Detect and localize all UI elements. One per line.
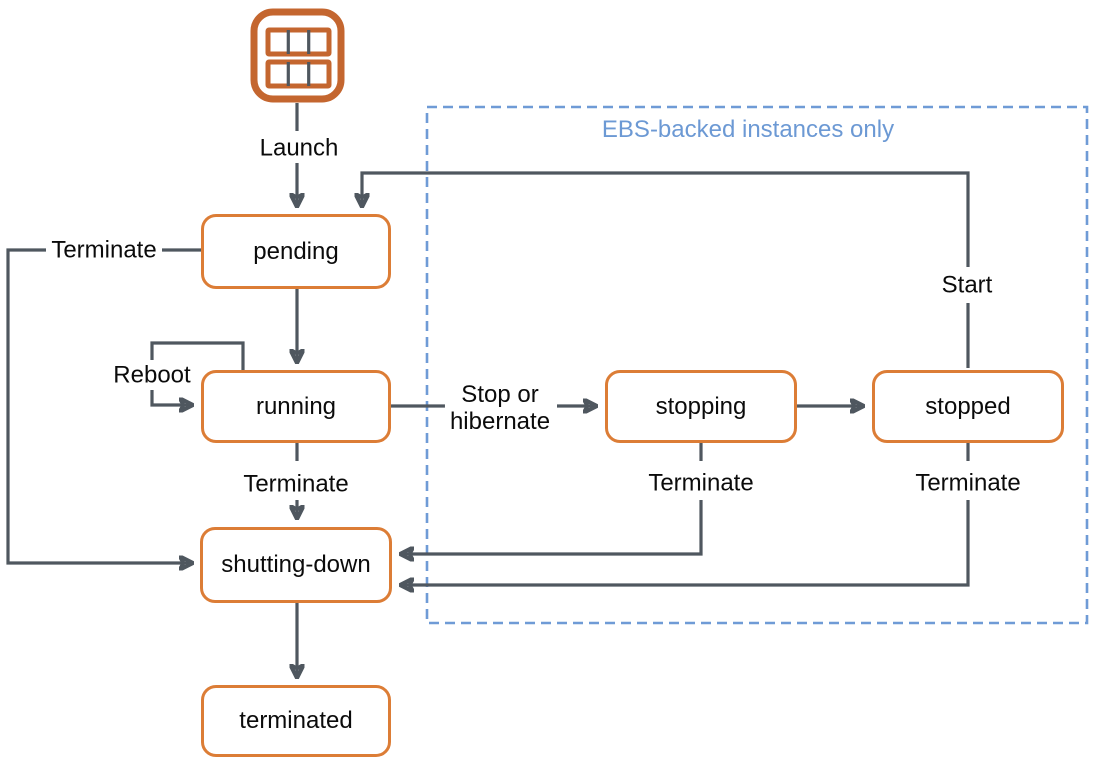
ebs-region-label: EBS-backed instances only [601, 116, 895, 143]
state-node-stopping: stopping [605, 370, 797, 443]
edge-label-launch: Launch [254, 133, 344, 163]
state-node-shutting-down: shutting-down [200, 527, 392, 603]
ami-grid-icon [250, 8, 345, 103]
state-node-pending: pending [201, 214, 391, 289]
edge-label-start: Start [936, 270, 998, 300]
state-node-stopped: stopped [872, 370, 1064, 443]
edge-reboot-arrow [150, 390, 192, 405]
edge-label-terminate-stopped: Terminate [910, 468, 1026, 498]
edge-reboot-upper [150, 341, 245, 370]
edge-terminate-stopped-arrow [401, 500, 970, 585]
ebs-region-border [425, 105, 1089, 625]
edge-label-terminate-left: Terminate [46, 235, 162, 265]
edge-label-reboot: Reboot [108, 360, 196, 390]
edge-label-terminate-running: Terminate [238, 469, 354, 499]
edge-terminate-left-arrow [6, 248, 192, 563]
edge-label-stop-or-hibernate: Stop or hibernate [444, 380, 556, 436]
edge-label-terminate-stopping: Terminate [643, 468, 759, 498]
state-node-running: running [201, 370, 391, 443]
state-node-terminated: terminated [201, 685, 391, 757]
edge-start-arrow [362, 171, 970, 267]
edge-terminate-stopping-arrow [401, 500, 703, 554]
